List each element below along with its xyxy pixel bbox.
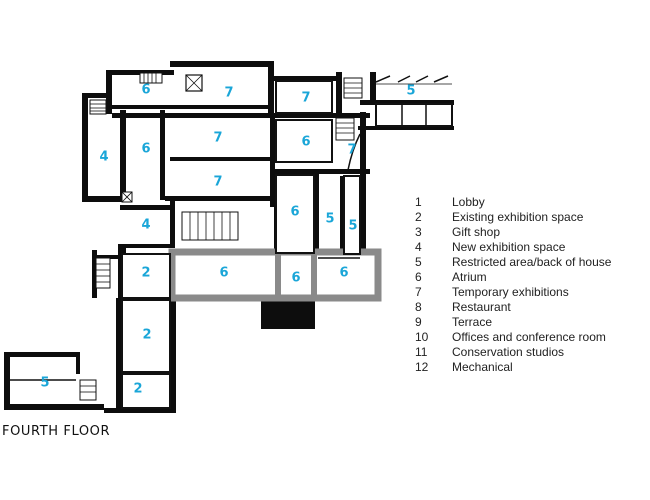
legend-item: 9 Terrace: [415, 315, 611, 330]
room-label: 6: [141, 142, 150, 157]
legend-label: New exhibition space: [452, 240, 566, 254]
legend-number: 9: [415, 315, 422, 329]
legend-item: 10 Offices and conference room: [415, 330, 611, 345]
walls: [4, 61, 454, 413]
room-label: 7: [224, 86, 233, 101]
legend-number: 3: [415, 225, 422, 239]
legend-number: 10: [415, 330, 429, 344]
legend-label: Terrace: [452, 315, 493, 329]
room-label: 5: [406, 84, 415, 99]
legend-label: Lobby: [452, 195, 485, 209]
room-label: 6: [301, 135, 310, 150]
room-label: 6: [219, 266, 228, 281]
room-label: 7: [347, 143, 356, 158]
legend-number: 1: [415, 195, 422, 209]
room-label: 7: [301, 91, 310, 106]
floor-title: FOURTH FLOOR: [2, 424, 111, 439]
room-label: 4: [141, 218, 150, 233]
room-label: 2: [133, 382, 142, 397]
legend-label: Restaurant: [452, 300, 511, 314]
legend-number: 6: [415, 270, 422, 284]
room-label: 6: [141, 83, 150, 98]
room-label: 4: [99, 150, 108, 165]
legend-label: Gift shop: [452, 225, 501, 239]
legend-item: 5 Restricted area/back of house: [415, 255, 611, 270]
legend: 1 Lobby 2 Existing exhibition space 3 Gift sh…: [415, 195, 611, 375]
legend-label: Offices and conference room: [452, 330, 606, 344]
legend-item: 6 Atrium: [415, 270, 611, 285]
legend-item: 4 New exhibition space: [415, 240, 611, 255]
legend-item: 11 Conservation studios: [415, 345, 611, 360]
legend-number: 11: [415, 345, 428, 359]
legend-label: Temporary exhibitions: [452, 285, 569, 299]
legend-label: Existing exhibition space: [452, 210, 584, 224]
room-label: 5: [325, 212, 334, 227]
legend-number: 2: [415, 210, 422, 224]
room-label: 6: [291, 271, 300, 286]
atrium-outline: [168, 248, 382, 302]
legend-number: 5: [415, 255, 422, 269]
legend-number: 7: [415, 285, 422, 299]
legend-label: Restricted area/back of house: [452, 255, 612, 269]
legend-item: 1 Lobby: [415, 195, 611, 210]
legend-number: 8: [415, 300, 422, 314]
legend-item: 2 Existing exhibition space: [415, 210, 611, 225]
legend-label: Conservation studios: [452, 345, 565, 359]
room-labels: 6 7 7 5 4 6 7 6 7 7 6 4 5 5 2 6 6 6 2 5 …: [40, 83, 415, 397]
partitions: [10, 80, 453, 409]
legend-item: 12 Mechanical: [415, 360, 611, 375]
legend-number: 4: [415, 240, 422, 254]
room-label: 2: [142, 328, 151, 343]
room-label: 5: [348, 219, 357, 234]
room-label: 6: [290, 205, 299, 220]
stairs: [79, 72, 452, 401]
legend-number: 12: [415, 360, 429, 374]
legend-label: Mechanical: [452, 360, 513, 374]
legend-item: 8 Restaurant: [415, 300, 611, 315]
room-label: 5: [40, 376, 49, 391]
room-label: 7: [213, 175, 222, 190]
legend-item: 3 Gift shop: [415, 225, 611, 240]
legend-label: Atrium: [452, 270, 487, 284]
legend-item: 7 Temporary exhibitions: [415, 285, 611, 300]
room-label: 7: [213, 131, 222, 146]
room-label: 2: [141, 266, 150, 281]
room-label: 6: [339, 266, 348, 281]
